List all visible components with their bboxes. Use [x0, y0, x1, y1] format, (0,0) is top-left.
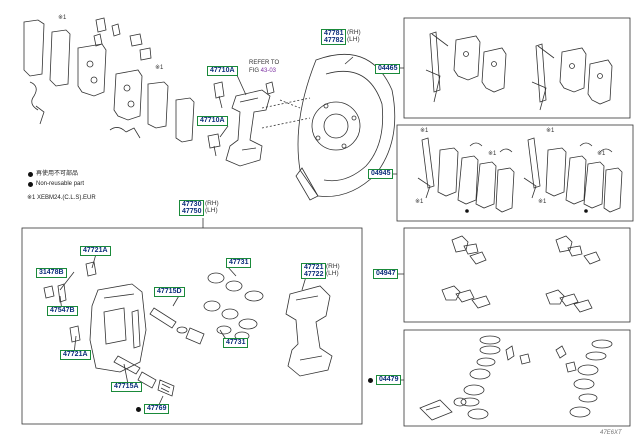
legend-line-code: ※1 XEBM24.(C.L.S).EUR: [27, 195, 96, 201]
part-number-47715A[interactable]: 47715A: [111, 382, 142, 392]
note-mark-x1: ※1: [488, 151, 497, 157]
legend-bullet-1: [28, 172, 33, 177]
note-mark-x1: ※1: [538, 199, 547, 205]
refer-to-figure-note: REFER TO FIG 43-03: [249, 60, 280, 74]
part-number-47721-47722[interactable]: 47721 47722: [301, 263, 327, 279]
side-label-rh-lh-shield: (RH) (LH): [347, 29, 361, 43]
part-number-47715D[interactable]: 47715D: [154, 287, 185, 297]
pad-kit-frame: [403, 17, 631, 119]
note-mark-x1: ※1: [597, 151, 606, 157]
fitting-kit-frame: [403, 227, 631, 323]
part-number-47710A-top[interactable]: 47710A: [207, 66, 238, 76]
legend-line-jp: 再使用不可部品: [36, 171, 79, 177]
part-number-47721A-top[interactable]: 47721A: [80, 246, 111, 256]
part-number-31478B[interactable]: 31478B: [36, 268, 67, 278]
part-number-47731-top[interactable]: 47731: [226, 258, 252, 268]
pad-kit-drawing: [425, 31, 613, 111]
part-number-47730-47750[interactable]: 47730 47750: [179, 200, 205, 216]
caliper-assembly-drawing: [43, 261, 333, 397]
part-number-47731-lower[interactable]: 47731: [223, 338, 249, 348]
side-label-rh-lh-bracket: (RH) (LH): [326, 263, 340, 277]
caliper-assembly-frame: [21, 227, 363, 425]
seal-kit-drawing: [419, 335, 613, 421]
part-number-04465[interactable]: 04465: [375, 64, 401, 74]
note-mark-x1: ※1: [415, 199, 424, 205]
mounting-bracket-group: [207, 81, 275, 167]
note-mark-x1: ※1: [420, 128, 429, 134]
note-mark-x1: ※1: [58, 15, 67, 21]
part-number-47710A-lower[interactable]: 47710A: [197, 116, 228, 126]
non-reusable-bullet-04479: [368, 378, 373, 383]
part-number-47547B[interactable]: 47547B: [47, 306, 78, 316]
fitting-kit-drawing: [441, 235, 601, 313]
pad-shim-kit-drawing: [417, 137, 623, 213]
part-number-47721A-lower[interactable]: 47721A: [60, 350, 91, 360]
non-reusable-markers: [465, 209, 588, 213]
part-number-47781-47782[interactable]: 47781 47782: [321, 29, 347, 45]
part-number-04479[interactable]: 04479: [376, 375, 402, 385]
legend-line-en: Non-reusable part: [36, 181, 85, 187]
loose-pads-group: [23, 17, 195, 143]
figure-link-43-03[interactable]: 43-03: [260, 68, 277, 74]
part-number-04945[interactable]: 04945: [368, 169, 394, 179]
side-label-rh-lh-caliper: (RH) (LH): [205, 200, 219, 214]
legend-bullet-2: [28, 182, 33, 187]
diagram-code: 47E6XT: [600, 430, 622, 436]
note-mark-x1: ※1: [155, 65, 164, 71]
part-number-04947[interactable]: 04947: [373, 269, 399, 279]
note-mark-x1: ※1: [546, 128, 555, 134]
pad-kit-shim-frame: [396, 124, 634, 222]
part-number-47769[interactable]: 47769: [144, 404, 170, 414]
seal-kit-frame: [403, 329, 631, 427]
non-reusable-bullet-47769: [136, 407, 141, 412]
